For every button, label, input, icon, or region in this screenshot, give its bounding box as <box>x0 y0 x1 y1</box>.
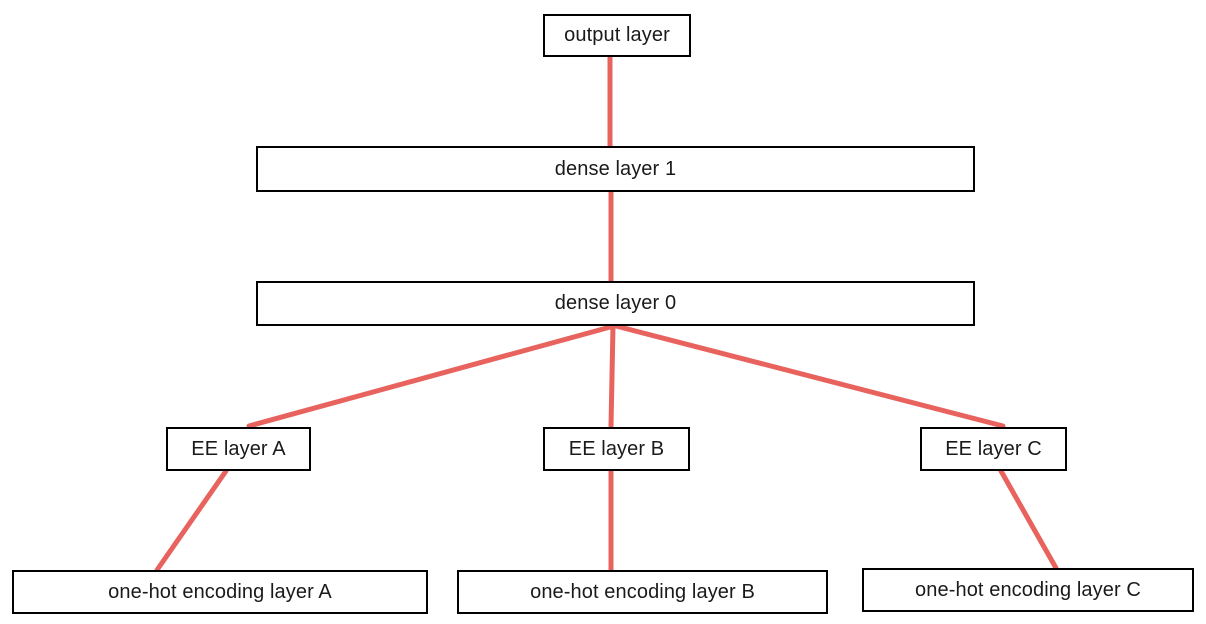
node-dense-layer-0[interactable]: dense layer 0 <box>256 281 975 326</box>
node-one-hot-encoding-layer-a[interactable]: one-hot encoding layer A <box>12 570 428 614</box>
node-ee-layer-a[interactable]: EE layer A <box>166 427 311 471</box>
edge-eea-to-dense0 <box>246 323 617 429</box>
node-label-one-hot-encoding-layer-a: one-hot encoding layer A <box>108 580 332 603</box>
node-ee-layer-b[interactable]: EE layer B <box>543 427 690 471</box>
node-label-output-layer: output layer <box>564 24 670 46</box>
node-output-layer[interactable]: output layer <box>543 14 691 57</box>
edge-onehotc-to-eec <box>998 468 1059 571</box>
edge-eeb-to-dense0 <box>608 323 616 429</box>
node-one-hot-encoding-layer-c[interactable]: one-hot encoding layer C <box>862 568 1194 612</box>
node-label-dense-layer-0: dense layer 0 <box>554 292 677 314</box>
node-label-ee-layer-a: EE layer A <box>191 437 286 460</box>
node-label-ee-layer-c: EE layer C <box>945 437 1042 460</box>
node-label-one-hot-encoding-layer-b: one-hot encoding layer B <box>530 580 755 603</box>
node-dense-layer-1[interactable]: dense layer 1 <box>256 146 975 192</box>
edge-onehota-to-eea <box>154 468 229 573</box>
edge-eec-to-dense0 <box>613 323 1006 429</box>
node-label-dense-layer-1: dense layer 1 <box>554 157 677 180</box>
node-label-one-hot-encoding-layer-c: one-hot encoding layer C <box>915 578 1141 601</box>
node-ee-layer-c[interactable]: EE layer C <box>920 427 1067 471</box>
node-one-hot-encoding-layer-b[interactable]: one-hot encoding layer B <box>457 570 828 614</box>
node-label-ee-layer-b: EE layer B <box>568 437 665 460</box>
